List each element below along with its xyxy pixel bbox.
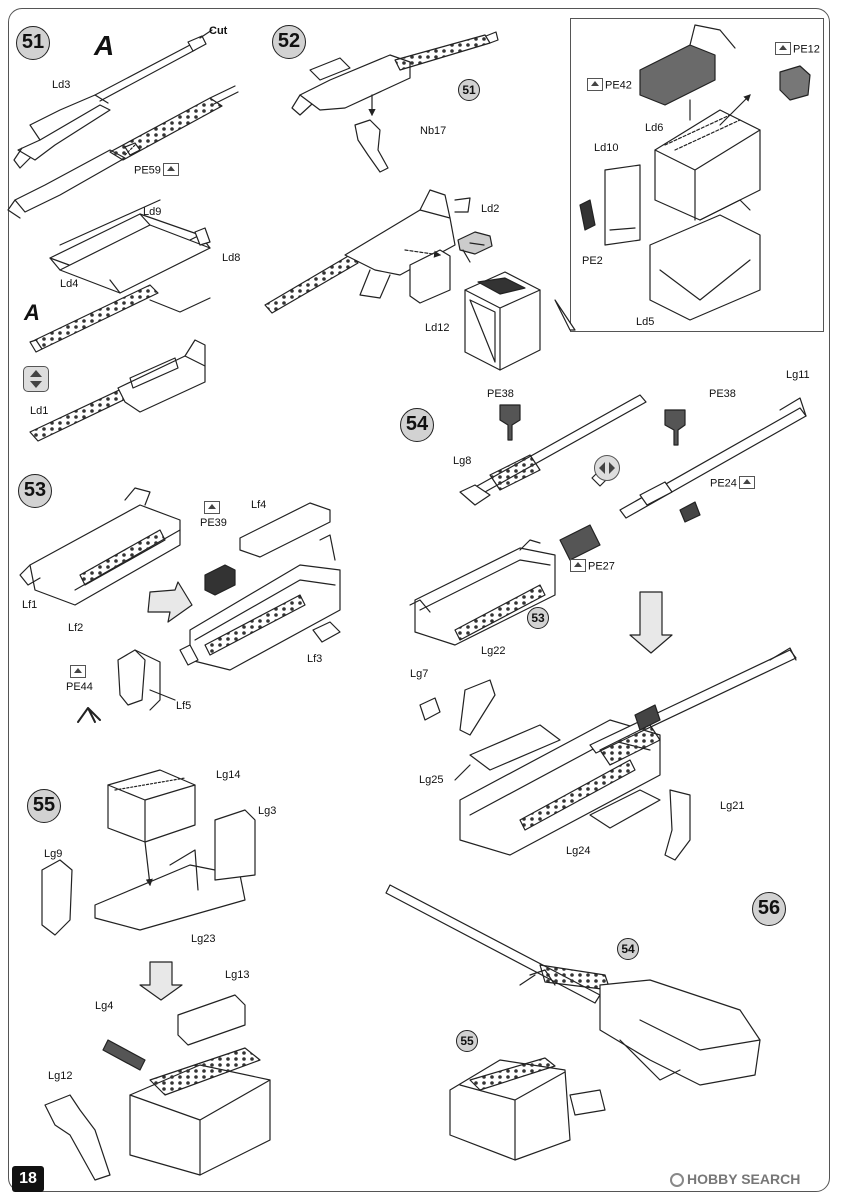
label-lf4: Lf4: [251, 499, 267, 511]
step-number-52: 52: [272, 25, 306, 59]
rotate-icon: [594, 455, 620, 481]
label-nb17: Nb17: [420, 125, 447, 137]
step-number-56: 56: [752, 892, 786, 926]
label-lg13: Lg13: [225, 969, 250, 981]
label-lg11: Lg11: [786, 369, 810, 381]
label-pe38-left: PE38: [487, 388, 514, 400]
label-pe39: PE39: [200, 501, 227, 529]
label-ld12: Ld12: [425, 322, 450, 334]
label-ld1: Ld1: [30, 405, 49, 417]
label-ld8: Ld8: [222, 252, 241, 264]
label-pe38-right: PE38: [709, 388, 736, 400]
photo-etch-part-icon: [738, 476, 755, 489]
label-lg3: Lg3: [258, 805, 277, 817]
subassembly-ref-51: 51: [458, 79, 480, 101]
label-lg24: Lg24: [566, 845, 591, 857]
label-lf2: Lf2: [68, 622, 84, 634]
subassembly-a-mark: A: [94, 30, 115, 61]
photo-etch-part-icon: [570, 559, 586, 572]
label-lg23: Lg23: [191, 933, 216, 945]
watermark: HOBBY SEARCH: [670, 1171, 800, 1188]
label-ld3: Ld3: [52, 79, 71, 91]
step-51-drawing: [7, 29, 239, 442]
label-ld2: Ld2: [481, 203, 500, 215]
label-lf5: Lf5: [176, 700, 192, 712]
page-number: 18: [12, 1166, 44, 1192]
subassembly-a-mark-small: A: [24, 300, 40, 325]
label-ld4: Ld4: [60, 278, 79, 290]
step-56-drawing: [385, 884, 761, 1161]
label-pe59: PE59: [134, 163, 181, 177]
step-52-drawing: [264, 31, 541, 371]
label-ld6: Ld6: [645, 122, 664, 134]
label-lg7: Lg7: [410, 668, 429, 680]
label-lg21: Lg21: [720, 800, 745, 812]
label-lg8: Lg8: [453, 455, 472, 467]
label-lf1: Lf1: [22, 599, 38, 611]
label-pe44: PE44: [66, 665, 93, 693]
label-ld9: Ld9: [143, 206, 162, 218]
step-number-55: 55: [27, 789, 61, 823]
photo-etch-part-icon: [587, 78, 603, 91]
subassembly-ref-54: 54: [617, 938, 639, 960]
step-55-drawing: [41, 769, 271, 1181]
label-lg25: Lg25: [419, 774, 444, 786]
step-number-54: 54: [400, 408, 434, 442]
label-lg12: Lg12: [48, 1070, 73, 1082]
page-frame: [8, 8, 830, 1192]
label-lg14: Lg14: [216, 769, 241, 781]
ammo-box-detail-drawing: [554, 24, 811, 331]
label-pe27: PE27: [568, 559, 615, 573]
step-number-53: 53: [18, 474, 52, 508]
label-pe2: PE2: [582, 255, 603, 267]
photo-etch-part-icon: [162, 163, 179, 176]
label-lf3: Lf3: [307, 653, 323, 665]
label-pe42: PE42: [585, 78, 632, 92]
step-54-drawing: [409, 394, 807, 861]
label-lg9: Lg9: [44, 848, 63, 860]
label-pe12: PE12: [773, 42, 820, 56]
step-53-drawing: [19, 487, 341, 723]
turn-over-icon: [23, 366, 49, 392]
hobby-search-logo-icon: [670, 1173, 684, 1188]
photo-etch-part-icon: [70, 665, 86, 678]
photo-etch-part-icon: [204, 501, 220, 514]
label-ld10: Ld10: [594, 142, 619, 154]
step-number-51: 51: [16, 26, 50, 60]
photo-etch-part-icon: [775, 42, 791, 55]
label-cut: Cut: [209, 25, 228, 37]
subassembly-ref-53: 53: [527, 607, 549, 629]
label-lg4: Lg4: [95, 1000, 114, 1012]
label-lg22: Lg22: [481, 645, 506, 657]
label-pe24: PE24: [710, 476, 757, 490]
label-ld5: Ld5: [636, 316, 655, 328]
subassembly-ref-55: 55: [456, 1030, 478, 1052]
